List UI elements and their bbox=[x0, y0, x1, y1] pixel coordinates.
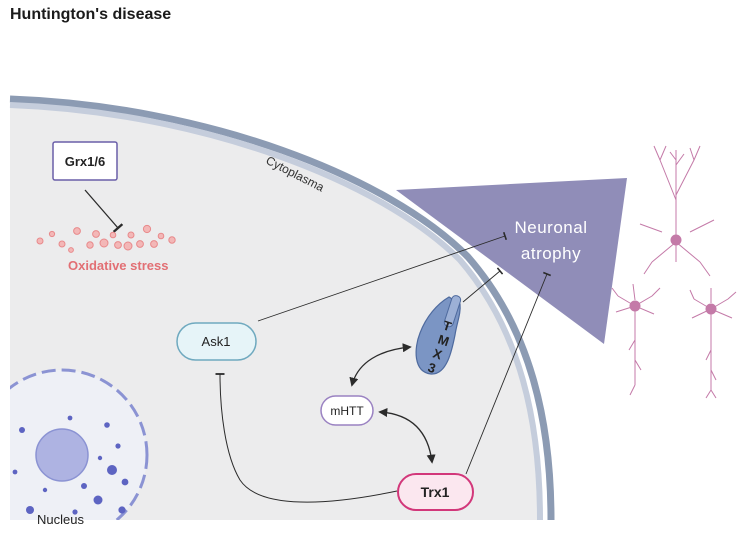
mhtt-box bbox=[320, 395, 374, 426]
neuron-icon-top bbox=[639, 145, 715, 277]
cell-membrane-outer bbox=[9, 95, 555, 521]
neuronal-atrophy-label-line1: Neuronal bbox=[515, 218, 588, 237]
mhtt-label: mHTT bbox=[330, 404, 364, 418]
grx-box bbox=[52, 141, 118, 181]
trx1-label: Trx1 bbox=[421, 484, 450, 500]
tmx3-letter-m: M bbox=[436, 332, 451, 350]
tmx3-to-atrophy-inhibition bbox=[462, 267, 504, 303]
ask1-label: Ask1 bbox=[202, 334, 231, 349]
neuron-icon-right bbox=[689, 288, 737, 399]
tmx3-letter-3: 3 bbox=[426, 360, 438, 377]
tmx3-protein: T M X 3 bbox=[415, 295, 462, 377]
tmx3-mhtt-interaction-arrow bbox=[349, 343, 412, 387]
nucleus-label: Nucleus bbox=[37, 512, 84, 527]
oxidative-stress-dots bbox=[36, 224, 176, 253]
grx-label: Grx1/6 bbox=[65, 154, 105, 169]
grx-inhibition-line bbox=[84, 189, 124, 233]
trx1-box bbox=[397, 473, 474, 511]
nucleus bbox=[10, 368, 149, 520]
cell-membrane-inner bbox=[9, 102, 543, 521]
trx1-to-ask1-inhibition bbox=[215, 373, 398, 503]
mhtt-trx1-interaction-arrow bbox=[378, 407, 436, 464]
oxidative-stress-label: Oxidative stress bbox=[68, 258, 168, 273]
neuronal-atrophy-triangle bbox=[396, 178, 627, 344]
ask1-box bbox=[176, 322, 257, 361]
ask1-to-atrophy-inhibition bbox=[257, 231, 508, 322]
trx1-to-atrophy-inhibition bbox=[465, 271, 552, 475]
figure-title: Huntington's disease bbox=[10, 6, 172, 23]
neuronal-atrophy-label-line2: atrophy bbox=[521, 244, 581, 263]
neuron-icon-left bbox=[611, 283, 661, 396]
